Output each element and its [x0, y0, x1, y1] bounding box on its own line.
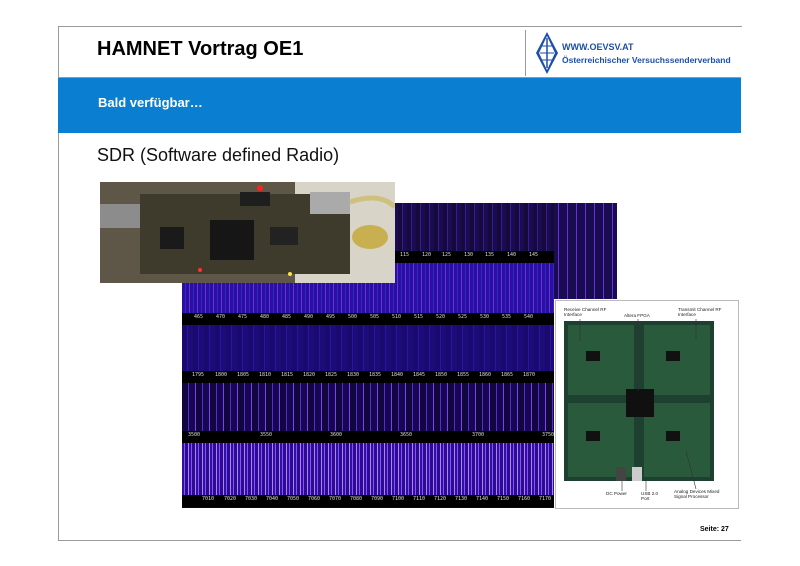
waterfall-strip-1-right	[554, 203, 617, 299]
freq-axis-4: 3500 3550 3600 3650 3700 3750	[182, 431, 554, 443]
waterfall-strip-5	[182, 443, 554, 495]
logo-org-name: Österreichischer Versuchssenderverband	[562, 55, 731, 65]
slide-title: HAMNET Vortrag OE1	[97, 38, 304, 60]
section-band: Bald verfügbar…	[58, 77, 741, 133]
fpga-label: Altera FPGA	[624, 313, 650, 318]
tx-interface-label: Transmit Channel RF Interface	[678, 307, 722, 318]
freq-axis-2: 465 470 475 480 485 490 495 500 505 510 …	[182, 313, 554, 325]
waterfall-strip-4	[182, 383, 554, 431]
freq-axis-3: 1795 1800 1805 1810 1815 1820 1825 1830 …	[182, 371, 554, 383]
oevsv-logo: WWW.OEVSV.AT Österreichischer Versuchsse…	[525, 30, 742, 76]
slide-bottom-border	[58, 540, 741, 541]
adi-processor-label: Analog Devices Mixed Signal Processor	[674, 489, 720, 500]
sdr-board-diagram: Receive Channel RF Interface Altera FPGA…	[555, 300, 739, 509]
slide-frame	[58, 26, 742, 541]
page-number: Seite: 27	[700, 526, 729, 533]
antenna-logo-icon	[536, 32, 558, 74]
usb-port-label: USB 2.0 Port	[641, 491, 659, 502]
freq-axis-5: 7010 7020 7030 7040 7050 7060 7070 7080 …	[182, 495, 554, 507]
rx-interface-label: Receive Channel RF Interface	[564, 307, 607, 318]
sdr-pcb-photo	[100, 182, 395, 283]
dc-power-label: DC Power	[606, 491, 627, 496]
waterfall-strip-3	[182, 325, 554, 371]
content-heading: SDR (Software defined Radio)	[97, 145, 340, 165]
band-label: Bald verfügbar…	[98, 95, 203, 110]
logo-url: WWW.OEVSV.AT	[562, 42, 634, 52]
